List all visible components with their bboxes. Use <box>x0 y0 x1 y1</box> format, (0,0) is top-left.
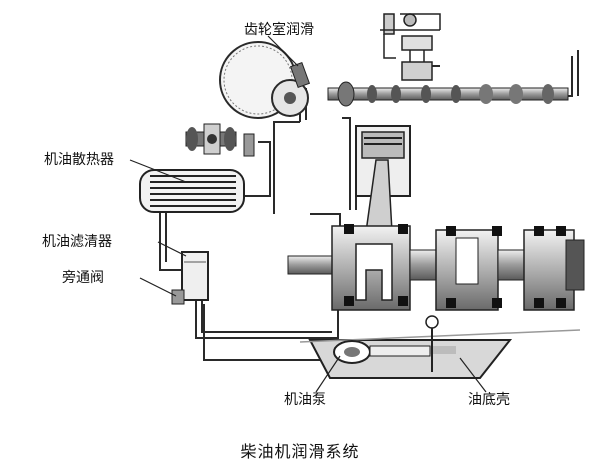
label-gear-room: 齿轮室润滑 <box>244 22 314 38</box>
label-oil-pan: 油底壳 <box>468 392 510 408</box>
bypass-valve-body <box>171 289 185 305</box>
figure-caption: 柴油机润滑系统 <box>240 442 360 461</box>
camshaft <box>327 81 569 107</box>
oil-pump-body <box>333 340 431 364</box>
label-bypass-valve: 旁通阀 <box>62 270 104 286</box>
timing-gear <box>219 41 311 119</box>
turbocharger <box>185 123 255 157</box>
label-oil-filter: 机油滤清器 <box>42 234 112 250</box>
oil-dipstick <box>425 315 439 372</box>
leader-lines <box>129 35 487 393</box>
cylinder <box>355 125 411 233</box>
oil-cooler <box>139 169 245 213</box>
label-oil-cooler: 机油散热器 <box>44 152 114 168</box>
label-oil-pump: 机油泵 <box>284 392 326 408</box>
rocker-assembly <box>380 13 441 81</box>
crankshaft <box>287 224 585 311</box>
oil-filter-body <box>181 251 209 301</box>
